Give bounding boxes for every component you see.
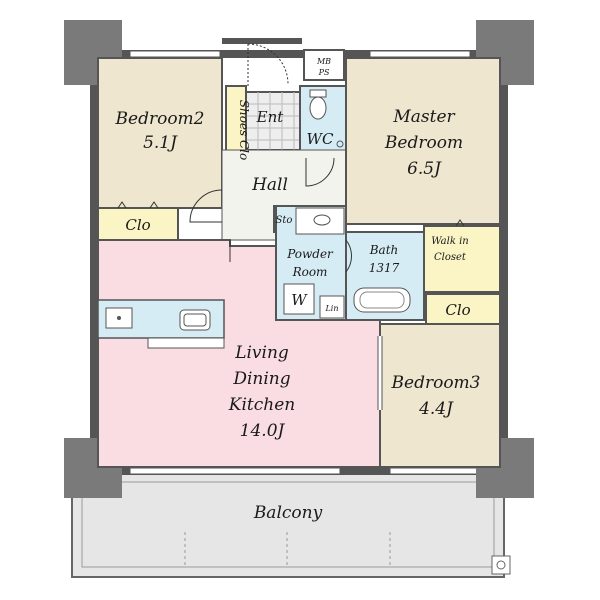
toilet-icon: [309, 96, 327, 120]
wc-label: WC: [307, 130, 334, 148]
walk-in-closet-label-2: Closet: [434, 252, 467, 263]
walk-in-closet-label-1: Walk in: [431, 236, 468, 247]
walk-in-closet: [423, 225, 501, 293]
balcony-drain-icon: [491, 555, 511, 575]
hall-label: Hall: [251, 175, 288, 195]
balcony-label: Balcony: [253, 503, 323, 523]
balcony-area: [71, 471, 505, 578]
bath-label-1: Bath: [369, 243, 399, 257]
sink-icon: [336, 140, 344, 148]
bathtub-icon: [353, 287, 411, 313]
bedroom2-room: [97, 57, 223, 209]
kitchen-sink-icon: [179, 309, 211, 331]
bath-label-2: 1317: [369, 261, 400, 275]
powder-room-label-1: Powder: [286, 247, 334, 261]
linen-label: Lin: [324, 304, 338, 313]
storage-label: Sto: [276, 215, 293, 226]
washer-label: W: [291, 291, 308, 309]
meter-box-label-1: MB: [316, 57, 331, 66]
entrance-label: Ent: [256, 108, 285, 126]
meter-box-label-2: PS: [318, 68, 330, 77]
ldk-label-2: Dining: [232, 369, 290, 389]
master-bedroom-room: [345, 57, 501, 225]
meter-box: [303, 49, 345, 81]
master-bedroom-label-2: Bedroom: [384, 133, 463, 153]
bedroom2-label: Bedroom2: [115, 109, 205, 129]
powder-room-label-2: Room: [292, 265, 328, 279]
shoes-closet-label: Shoes Clo: [237, 100, 251, 161]
bedroom3-room: [379, 323, 501, 468]
wc-room: [299, 85, 347, 159]
ldk-label-1: Living: [234, 343, 289, 363]
bedroom3-label: Bedroom3: [391, 373, 481, 393]
master-bedroom-label-1: Master: [392, 107, 455, 127]
closet-left: [97, 207, 179, 241]
ldk-label-3: Kitchen: [228, 395, 295, 415]
bedroom2-size: 5.1J: [143, 133, 178, 153]
linen-closet: [319, 295, 345, 319]
bedroom3-size: 4.4J: [418, 399, 454, 419]
vanity-sink: [295, 207, 345, 235]
master-bedroom-size: 6.5J: [407, 159, 442, 179]
closet-right: [425, 293, 501, 325]
washer-space: [283, 283, 315, 315]
ldk-size: 14.0J: [240, 421, 286, 441]
closet-left-label: Clo: [125, 216, 150, 234]
closet-right-label: Clo: [445, 301, 470, 319]
